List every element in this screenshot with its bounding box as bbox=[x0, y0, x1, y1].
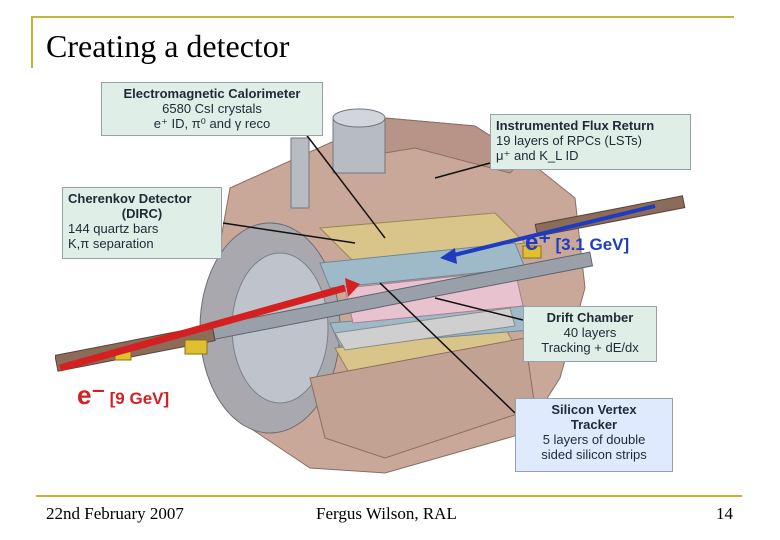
svt-line1: 5 layers of double bbox=[542, 432, 646, 447]
dch-line1: 40 layers bbox=[563, 325, 617, 340]
positron-beam-arrowhead bbox=[440, 248, 457, 264]
dch-line2: Tracking + dE/dx bbox=[541, 340, 639, 355]
dch-title: Drift Chamber bbox=[546, 310, 634, 325]
ifr-title: Instrumented Flux Return bbox=[496, 118, 655, 133]
dirc-leader bbox=[222, 222, 356, 244]
emc-line2: e⁺ ID, π⁰ and γ reco bbox=[153, 116, 271, 131]
positron-energy: [3.1 GeV] bbox=[555, 235, 630, 254]
left-rule bbox=[31, 16, 33, 68]
calorimeter bbox=[318, 212, 527, 264]
svt-callout: Silicon Vertex Tracker 5 layers of doubl… bbox=[515, 398, 673, 472]
svt-title2: Tracker bbox=[570, 417, 618, 432]
lower-section bbox=[309, 337, 536, 459]
bottom-rule bbox=[36, 495, 742, 497]
ifr-leader bbox=[434, 162, 491, 179]
support-post bbox=[290, 137, 310, 209]
page-number: 14 bbox=[716, 504, 733, 523]
positron-beam bbox=[449, 204, 656, 258]
dch-callout: Drift Chamber 40 layers Tracking + dE/dx bbox=[523, 306, 657, 362]
left-quad bbox=[184, 339, 208, 355]
electron-label: e⁻ [9 GeV] bbox=[77, 380, 169, 411]
dirc-callout: Cherenkov Detector (DIRC) 144 quartz bar… bbox=[62, 187, 222, 259]
positron-label: e⁺ [3.1 GeV] bbox=[525, 228, 629, 257]
ifr-line1: 19 layers of RPCs (LSTs) bbox=[496, 133, 642, 148]
electron-beam bbox=[59, 284, 346, 372]
dirc-line1: 144 quartz bars bbox=[68, 221, 159, 236]
electron-beam-arrowhead bbox=[345, 278, 360, 297]
svt-line2: sided silicon strips bbox=[541, 447, 647, 462]
ifr-callout: Instrumented Flux Return 19 layers of RP… bbox=[490, 114, 691, 170]
footer-author: Fergus Wilson, RAL bbox=[316, 504, 457, 523]
dirc-line2: K,π separation bbox=[68, 236, 154, 251]
svt-leader bbox=[379, 282, 516, 414]
footer-date: 22nd February 2007 bbox=[46, 504, 184, 523]
right-quad bbox=[522, 245, 542, 259]
positron-particle: e⁺ bbox=[525, 229, 552, 256]
top-rule bbox=[31, 16, 734, 18]
detector-drawing bbox=[55, 108, 686, 474]
electron-energy: [9 GeV] bbox=[109, 389, 170, 408]
electron-particle: e⁻ bbox=[77, 380, 106, 410]
ifr-line2: μ⁺ and K_L ID bbox=[496, 148, 579, 163]
emc-line1: 6580 CsI crystals bbox=[162, 101, 262, 116]
detector-figure: Electromagnetic Calorimeter 6580 CsI cry… bbox=[55, 78, 695, 480]
emc-leader bbox=[304, 132, 386, 239]
svt-title: Silicon Vertex bbox=[551, 402, 637, 417]
lower-plate bbox=[334, 307, 516, 351]
dirc-subtitle: (DIRC) bbox=[121, 206, 163, 221]
emc-callout: Electromagnetic Calorimeter 6580 CsI cry… bbox=[101, 82, 323, 136]
dirc-title: Cherenkov Detector bbox=[68, 191, 192, 206]
emc-title: Electromagnetic Calorimeter bbox=[123, 86, 301, 101]
slide-title: Creating a detector bbox=[46, 28, 290, 64]
dch-leader bbox=[434, 297, 524, 321]
